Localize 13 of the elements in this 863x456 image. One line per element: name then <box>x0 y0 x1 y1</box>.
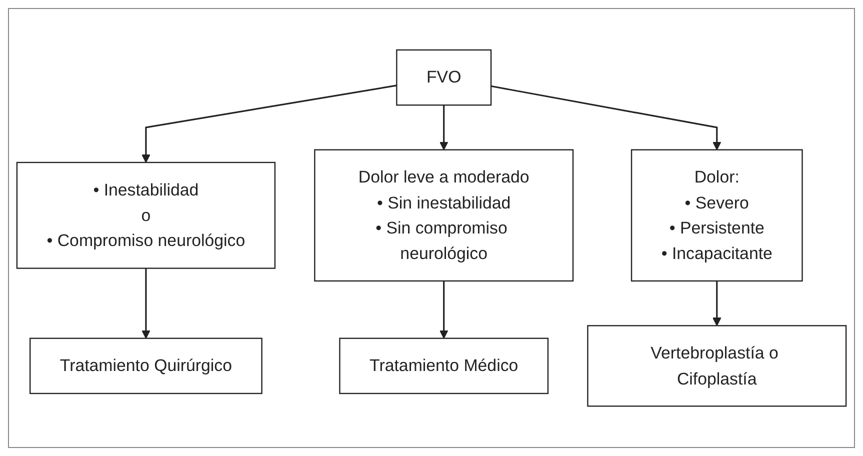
arrow <box>490 85 722 150</box>
node-box: Dolor leve a moderado • Sin inestabilidad • Sin compromiso neurológico <box>314 149 574 282</box>
arrow <box>142 84 397 163</box>
node-box: Tratamiento Quirúrgico <box>30 338 262 394</box>
node-box: FVO <box>396 49 492 106</box>
node-box: • Inestabilidad o • Compromiso neurológico <box>16 162 276 269</box>
arrow <box>439 105 448 150</box>
node-box: Vertebroplastía o Cifoplastía <box>587 325 847 407</box>
arrow <box>142 268 150 339</box>
node-box: Dolor: • Severo • Persistente • Incapacitante <box>630 149 803 282</box>
node-box: Tratamiento Médico <box>339 338 549 394</box>
arrow <box>439 280 448 339</box>
arrow <box>712 280 722 326</box>
